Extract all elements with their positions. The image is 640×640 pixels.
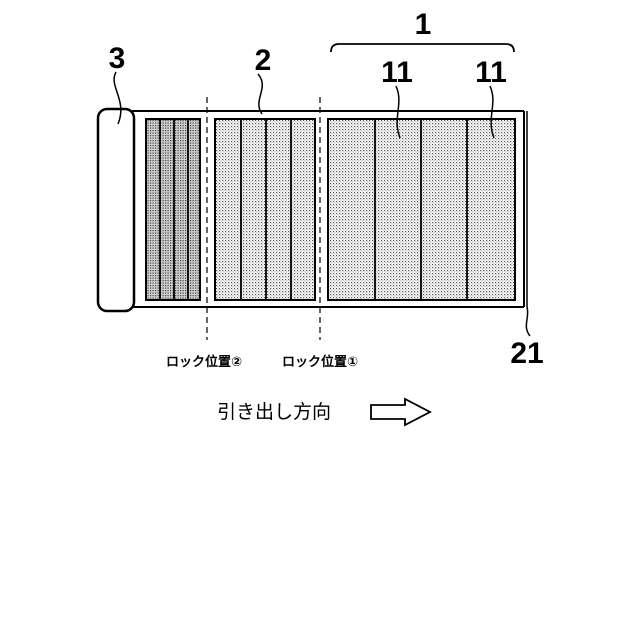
label-panel-a: 11 — [381, 56, 413, 89]
pull-direction-label: 引き出し方向 — [217, 401, 331, 423]
lock-position-2-label: ロック位置② — [166, 354, 242, 370]
leader-rail — [526, 307, 530, 336]
collapsed-panels — [146, 119, 200, 300]
middle-panel-group — [215, 119, 315, 300]
label-middle-panel: 2 — [255, 44, 272, 77]
label-panel-b: 11 — [475, 56, 507, 89]
leader-middle — [258, 74, 262, 114]
label-handle: 3 — [109, 42, 126, 75]
extended-panel-group — [328, 119, 515, 300]
assembly-brace — [331, 44, 514, 52]
lock-position-1-label: ロック位置① — [282, 354, 358, 370]
pull-direction-arrow-icon — [371, 399, 430, 425]
handle — [98, 109, 134, 311]
label-assembly: 1 — [415, 8, 432, 41]
label-rail: 21 — [510, 337, 543, 370]
